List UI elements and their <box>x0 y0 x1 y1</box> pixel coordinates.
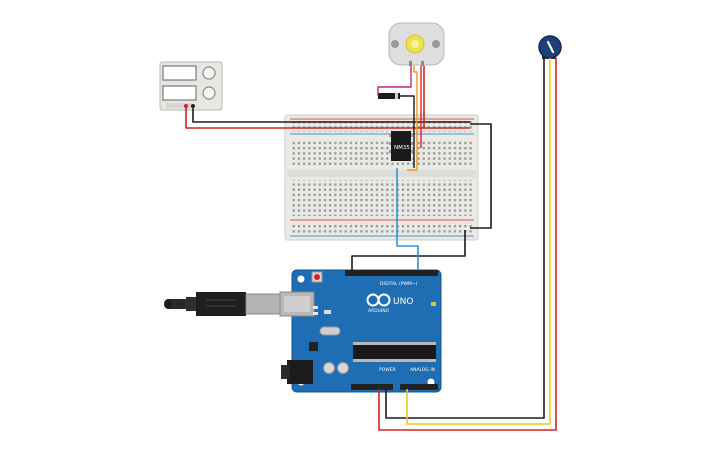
wire-pot-signal <box>406 58 551 425</box>
wire-arduino-ground <box>351 230 466 270</box>
breadboard-bottom-rail <box>292 222 472 233</box>
wire-signal-blue <box>396 168 419 270</box>
analog-label: ANALOG IN <box>410 367 435 373</box>
reset-button[interactable] <box>314 274 320 280</box>
breadboard-terminal-top <box>292 140 472 167</box>
power-label: POWER <box>379 367 396 373</box>
digital-label: DIGITAL (PWM~) <box>380 281 418 287</box>
wire-motor-orange <box>407 66 418 171</box>
breadboard-channel <box>287 170 476 177</box>
power-header <box>351 384 393 390</box>
ic-label: NM35 <box>394 145 410 151</box>
analog-header <box>400 384 438 390</box>
uno-logo-text: UNO <box>393 297 413 307</box>
wire-supply-positive <box>185 108 470 129</box>
breadboard-terminal-bottom <box>292 180 472 216</box>
diode <box>378 93 400 99</box>
digital-header <box>345 270 438 276</box>
wires <box>185 58 557 431</box>
power-jack <box>287 360 313 384</box>
breadboard-top-rail <box>292 121 472 132</box>
ic-body <box>391 131 411 161</box>
motor-driver-ic: NM35 <box>389 131 413 161</box>
arduino-logo <box>366 293 391 307</box>
dc-motor[interactable] <box>388 22 445 66</box>
wire-motor-diode-black <box>400 95 415 168</box>
arduino-pcb <box>291 269 442 393</box>
usb-plug <box>196 292 246 316</box>
voltage-knob[interactable] <box>202 66 216 80</box>
wire-pot-ground <box>385 58 545 419</box>
breadboard <box>284 114 479 241</box>
atmega-chip <box>353 345 436 359</box>
potentiometer[interactable] <box>538 35 562 59</box>
wire-ground-rail-link <box>470 123 492 229</box>
arduino-uno-board: DIGITAL (PWM~) UNO ARDUINO POWER AN <box>279 269 442 393</box>
power-supply-display-current <box>162 85 197 101</box>
wire-pot-vcc <box>378 58 557 431</box>
wire-motor-magenta <box>377 66 412 96</box>
current-knob[interactable] <box>202 86 216 100</box>
wire-supply-negative <box>192 108 470 123</box>
arduino-brand-text: ARDUINO <box>368 308 390 314</box>
usb-cable <box>164 292 281 316</box>
power-supply-display-voltage <box>162 65 197 81</box>
diode-body <box>378 93 400 99</box>
power-supply-positive-terminal[interactable] <box>184 104 188 108</box>
power-supply-negative-terminal[interactable] <box>191 104 195 108</box>
power-supply[interactable] <box>159 61 223 111</box>
